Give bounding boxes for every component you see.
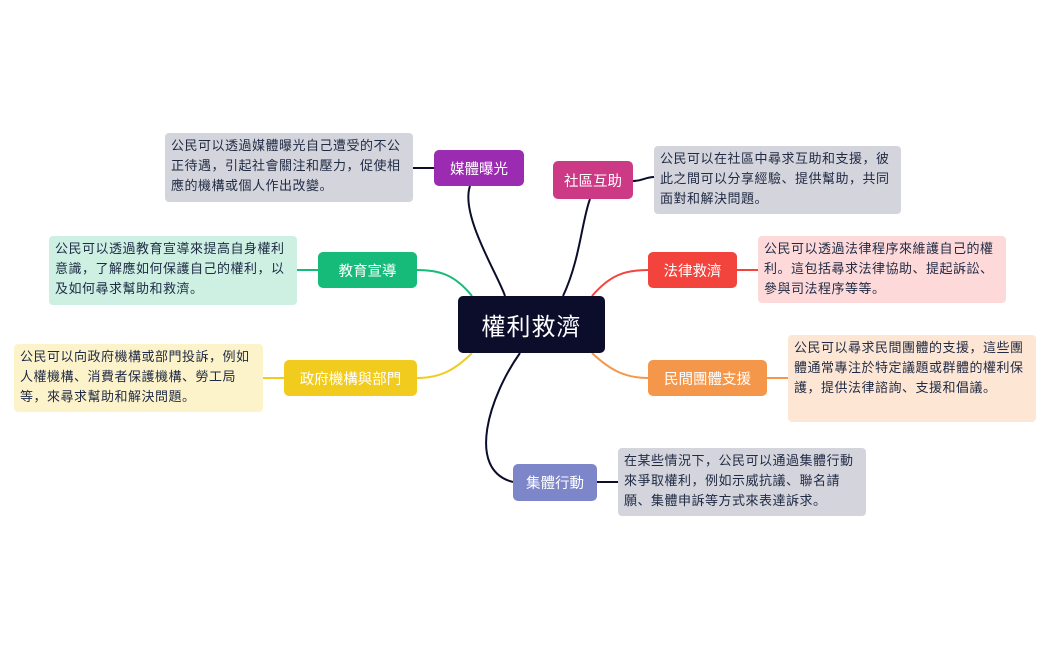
connector-education [416, 269, 473, 297]
note-community[interactable]: 公民可以在社區中尋求互助和支援，彼此之間可以分享經驗、提供幫助，共同面對和解決問… [654, 146, 901, 214]
connector-community-note [632, 176, 655, 182]
branch-media[interactable]: 媒體曝光 [434, 150, 524, 186]
connector-legal [591, 269, 649, 297]
branch-education[interactable]: 教育宣導 [318, 252, 417, 288]
branch-collective[interactable]: 集體行動 [513, 464, 597, 501]
note-education[interactable]: 公民可以透過教育宣導來提高自身權利意識，了解應如何保護自己的權利，以及如何尋求幫… [49, 236, 297, 305]
connector-government [416, 352, 473, 379]
branch-government[interactable]: 政府機構與部門 [284, 360, 417, 396]
note-media[interactable]: 公民可以透過媒體曝光自己遭受的不公正待遇，引起社會關注和壓力，促使相應的機構或個… [165, 133, 413, 202]
note-civil[interactable]: 公民可以尋求民間團體的支援，這些團體通常專注於特定議題或群體的權利保護，提供法律… [788, 335, 1036, 422]
branch-civil[interactable]: 民間團體支援 [648, 360, 767, 396]
note-government[interactable]: 公民可以向政府機構或部門投訴，例如人權機構、消費者保護機構、勞工局等，來尋求幫助… [14, 344, 263, 412]
note-legal[interactable]: 公民可以透過法律程序來維護自己的權利。這包括尋求法律協助、提起訴訟、參與司法程序… [758, 236, 1006, 303]
note-collective[interactable]: 在某些情況下，公民可以通過集體行動來爭取權利，例如示威抗議、聯名請願、集體申訴等… [618, 448, 866, 516]
connector-collective [485, 352, 521, 483]
central-topic[interactable]: 權利救濟 [458, 296, 605, 353]
branch-legal[interactable]: 法律救濟 [648, 252, 737, 288]
connector-media [467, 185, 506, 297]
connector-civil [591, 352, 649, 379]
connector-community [562, 198, 591, 297]
branch-community[interactable]: 社區互助 [553, 161, 633, 199]
